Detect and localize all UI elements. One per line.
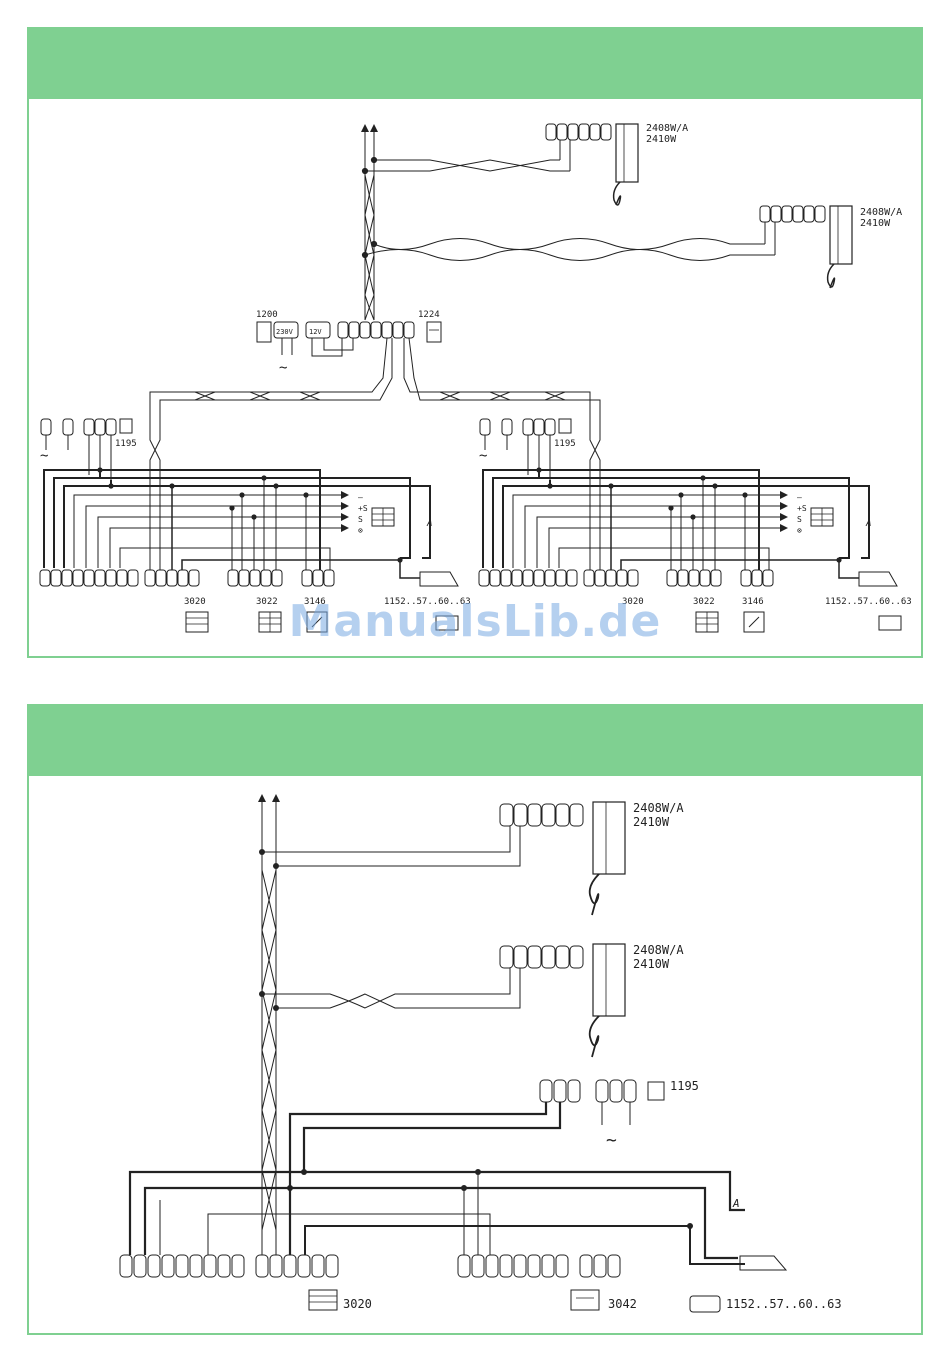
relay-label: 1195 — [554, 439, 576, 449]
component-label: 1152..57..60..63 — [726, 1297, 842, 1311]
handset-model-label: 2410W — [646, 134, 677, 145]
handset-model-label: 2408W/A — [646, 123, 688, 134]
module-label: 1224 — [418, 310, 440, 320]
a-mark: A — [426, 519, 432, 529]
component-label: 3020 — [343, 1297, 372, 1311]
handset-model-label: 2408W/A — [860, 207, 902, 218]
psu-voltage-label: 12V — [309, 328, 322, 336]
signal-label: ⊗ — [358, 526, 363, 535]
relay-label: 1195 — [670, 1079, 699, 1093]
a-mark: A — [865, 519, 871, 529]
signal-label: – — [358, 493, 363, 502]
top-diagram-labels: 2408W/A 2410W 2408W/A 2410W 1200 1224 23… — [40, 123, 912, 607]
signal-label: +S — [797, 504, 807, 513]
ac-symbol: ~ — [279, 360, 287, 376]
module-label: 1200 — [256, 310, 278, 320]
handset-model-label: 2408W/A — [633, 801, 684, 815]
handset-model-label: 2410W — [860, 218, 891, 229]
relay-label: 1195 — [115, 439, 137, 449]
signal-label: ⊗ — [797, 526, 802, 535]
signal-label: S — [797, 515, 802, 524]
bottom-diagram — [120, 798, 786, 1312]
handset-model-label: 2410W — [633, 957, 670, 971]
top-diagram — [40, 124, 901, 632]
signal-label: +S — [358, 504, 368, 513]
watermark: ManualsLib.de — [0, 596, 950, 647]
psu-voltage-label: 230V — [276, 328, 294, 336]
ac-symbol: ~ — [606, 1130, 617, 1151]
ac-symbol: ~ — [479, 448, 487, 464]
handset-model-label: 2408W/A — [633, 943, 684, 957]
signal-label: – — [797, 493, 802, 502]
signal-label: S — [358, 515, 363, 524]
ac-symbol: ~ — [40, 448, 48, 464]
component-label: 3042 — [608, 1297, 637, 1311]
a-mark: A — [732, 1197, 740, 1210]
handset-model-label: 2410W — [633, 815, 670, 829]
